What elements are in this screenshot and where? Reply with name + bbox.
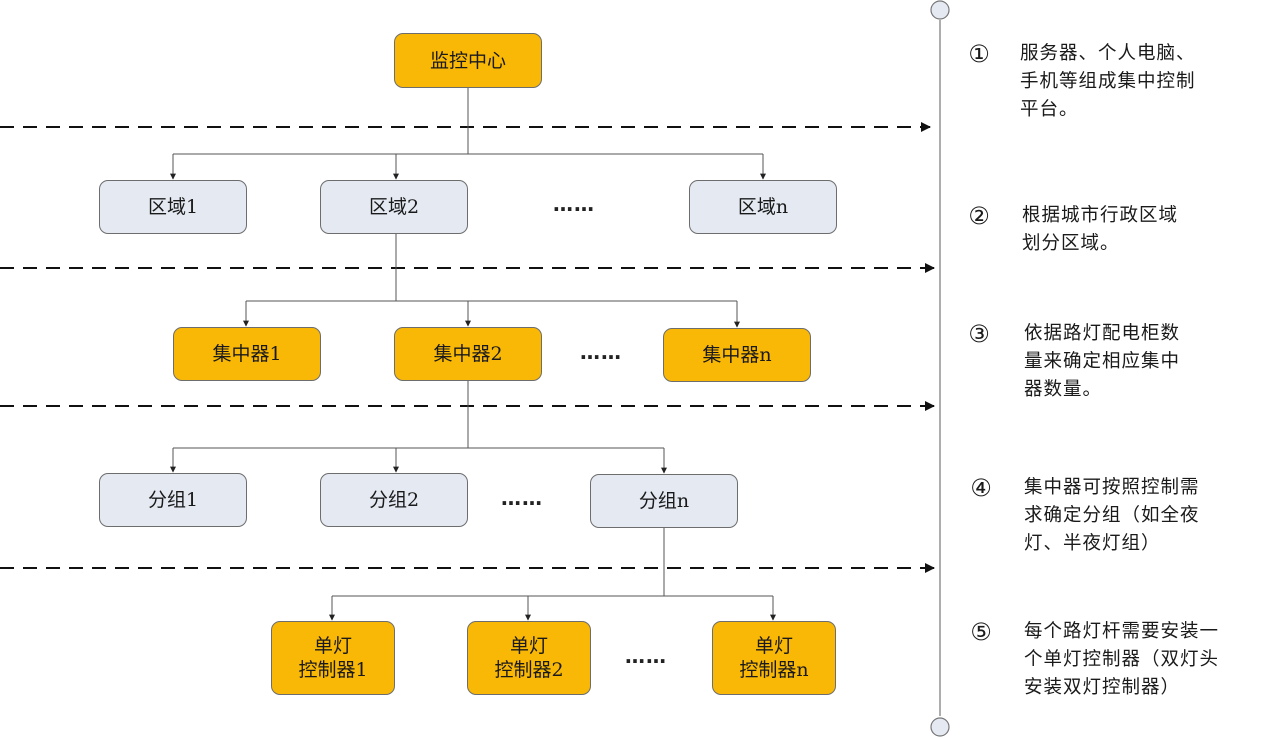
region-box-n: 区域n xyxy=(689,180,837,234)
step-text-1: 服务器、个人电脑、 手机等组成集中控制 平台。 xyxy=(1020,43,1196,120)
concentrator-box-n: 集中器n xyxy=(663,328,811,382)
group-box-1: 分组1 xyxy=(99,473,247,527)
region-ellipsis: …… xyxy=(553,192,595,216)
step-text-2: 根据城市行政区域 划分区域。 xyxy=(1022,205,1179,254)
concentrator-box-1: 集中器1 xyxy=(173,327,321,381)
tree-connectors xyxy=(170,88,776,621)
group-box-n: 分组n xyxy=(590,474,738,528)
controller-box-2: 单灯 控制器2 xyxy=(467,621,591,695)
step-text-5: 每个路灯杆需要安装一 个单灯控制器（双灯头 安装双灯控制器） xyxy=(1024,621,1220,698)
concentrator-ellipsis: …… xyxy=(580,340,622,364)
timeline-bottom-node xyxy=(930,717,950,737)
step-number-1: ① xyxy=(968,40,990,68)
step-number-3: ③ xyxy=(968,320,990,348)
step-text-3: 依据路灯配电柜数 量来确定相应集中 器数量。 xyxy=(1024,323,1181,400)
timeline-top-node xyxy=(930,0,950,20)
step-number-4: ④ xyxy=(970,474,992,502)
monitoring-center-box: 监控中心 xyxy=(394,33,542,88)
region-box-2: 区域2 xyxy=(320,180,468,234)
group-ellipsis: …… xyxy=(501,486,543,510)
concentrator-box-2: 集中器2 xyxy=(394,327,542,381)
group-box-2: 分组2 xyxy=(320,473,468,527)
dashed-separators xyxy=(0,122,935,573)
controller-box-n: 单灯 控制器n xyxy=(712,621,836,695)
step-number-5: ⑤ xyxy=(970,618,992,646)
controller-box-1: 单灯 控制器1 xyxy=(271,621,395,695)
region-box-1: 区域1 xyxy=(99,180,247,234)
step-text-4: 集中器可按照控制需 求确定分组（如全夜 灯、半夜灯组） xyxy=(1024,477,1200,554)
controller-ellipsis: …… xyxy=(625,644,667,668)
step-number-2: ② xyxy=(968,202,990,230)
